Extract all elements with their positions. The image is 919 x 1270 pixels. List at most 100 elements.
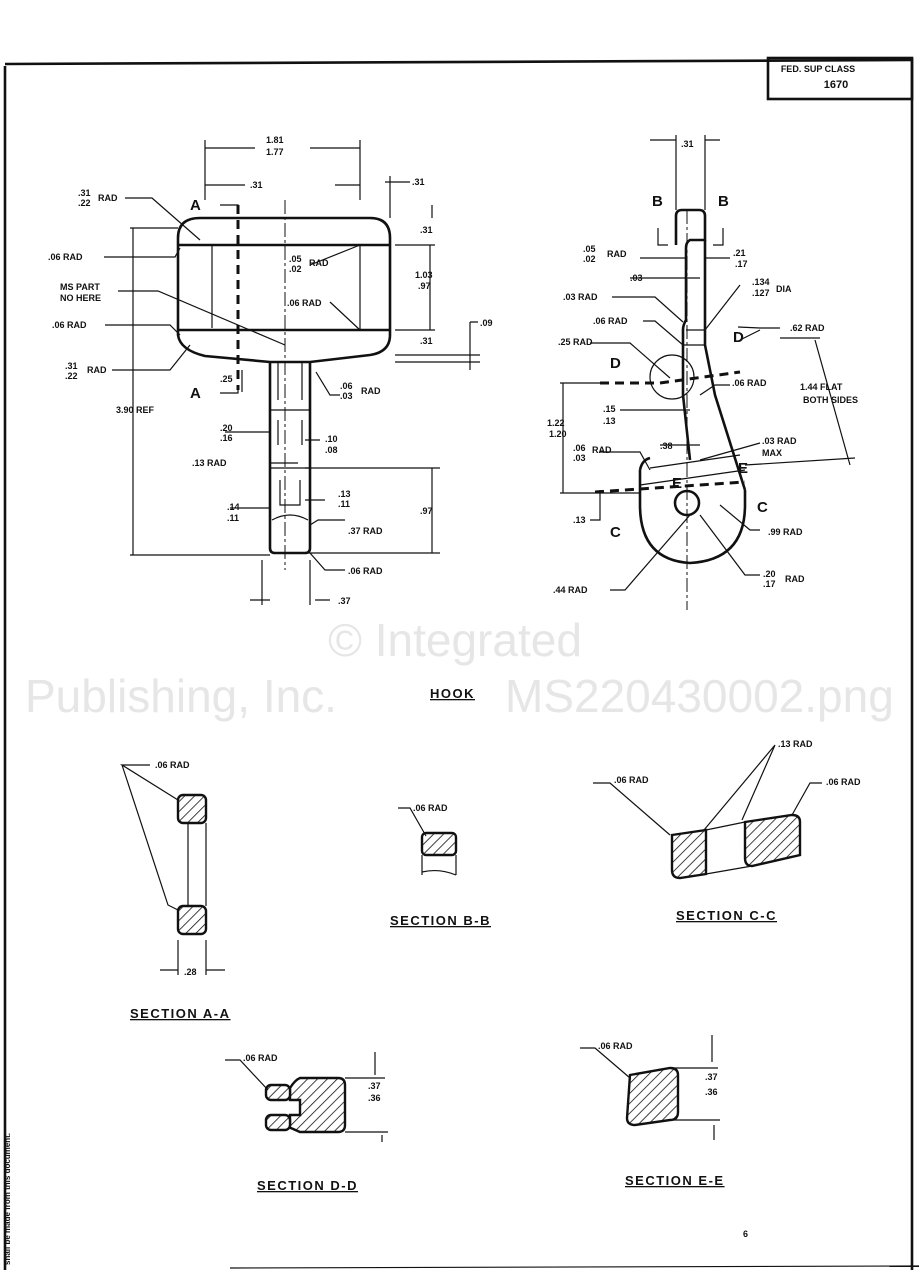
section-ee-height-max: .37 xyxy=(705,1072,718,1082)
dim-rad06-b: .06 RAD xyxy=(52,320,87,330)
dim-rad-top-max: .31 xyxy=(78,188,91,198)
dim-14-max: .14 xyxy=(227,502,240,512)
section-a-a: .06 RAD .28 SECTION A-A xyxy=(119,760,231,1021)
ms-part-note-2: NO HERE xyxy=(60,293,101,303)
title-block: FED. SUP CLASS 1670 xyxy=(766,56,914,101)
ms-part-note-1: MS PART xyxy=(60,282,100,292)
dim-03: .03 xyxy=(630,273,643,283)
dim-rad05-max: .05 xyxy=(289,254,302,264)
dim-rad06d-min: .03 xyxy=(340,391,353,401)
dim-rad20-label: RAD xyxy=(785,574,805,584)
section-a-marker-bottom: A xyxy=(190,385,201,402)
section-e-e: .06 RAD .37 .36 SECTION E-E xyxy=(580,1035,725,1188)
section-dd-height-max: .37 xyxy=(368,1081,381,1091)
dim-side-rad05-max: .05 xyxy=(583,244,596,254)
dim-rad-bot-max: .31 xyxy=(65,361,78,371)
dim-20-min: .16 xyxy=(220,433,233,443)
section-bb-title: SECTION B-B xyxy=(390,913,491,928)
dim-15-max: .15 xyxy=(603,404,616,414)
dim-rad06-a: .06 RAD xyxy=(48,252,83,262)
hook-side-view: B B D D E E C C .31 .05 .02 RAD .21 .17 … xyxy=(547,135,858,610)
section-dd-rad: .06 RAD xyxy=(243,1053,278,1063)
dim-14-min: .11 xyxy=(227,513,239,523)
section-c-c: .06 RAD .13 RAD .06 RAD SECTION C-C xyxy=(593,739,861,923)
section-dd-title: SECTION D-D xyxy=(257,1178,358,1193)
section-b-b: .06 RAD SECTION B-B xyxy=(390,803,491,928)
dim-side-rad06c-label: RAD xyxy=(592,445,612,455)
dim-38: .38 xyxy=(660,441,673,451)
dim-rad03max-2: MAX xyxy=(762,448,782,458)
note-flat-2: BOTH SIDES xyxy=(803,395,858,405)
dim-20-max: .20 xyxy=(220,423,233,433)
section-bb-rad: .06 RAD xyxy=(413,803,448,813)
dim-21-min: .17 xyxy=(735,259,748,269)
dim-dia-max: .134 xyxy=(752,277,770,287)
dim-height-min: .97 xyxy=(418,281,431,291)
section-cc-rad-right: .06 RAD xyxy=(826,777,861,787)
section-aa-width: .28 xyxy=(184,967,197,977)
dim-rad06-c: .06 RAD xyxy=(287,298,322,308)
section-d-d: .06 RAD .37 .36 SECTION D-D xyxy=(225,1052,388,1193)
dim-09: .09 xyxy=(480,318,493,328)
dim-dia-min: .127 xyxy=(752,288,770,298)
dim-side-13: .13 xyxy=(573,515,586,525)
section-cc-rad-left: .06 RAD xyxy=(614,775,649,785)
section-ee-title: SECTION E-E xyxy=(625,1173,725,1188)
hook-front-view: A A 1.81 1.77 .31 .31 .31 .22 RAD .06 RA… xyxy=(48,135,493,701)
section-ee-rad: .06 RAD xyxy=(598,1041,633,1051)
page-number: 6 xyxy=(743,1229,748,1239)
dim-37: .37 xyxy=(338,596,351,606)
dim-rad99: .99 RAD xyxy=(768,527,803,537)
section-ee-height-min: .36 xyxy=(705,1087,718,1097)
hook-title: HOOK xyxy=(430,686,475,701)
watermark-line-2: Publishing, Inc. xyxy=(25,670,337,722)
margin-note: shall be made from this document. xyxy=(3,1133,12,1265)
dim-rad25: .25 RAD xyxy=(558,337,593,347)
dim-left-31: .31 xyxy=(250,180,263,190)
dim-right-31: .31 xyxy=(412,177,425,187)
dim-rad-bot-label: RAD xyxy=(87,365,107,375)
section-d-marker-right: D xyxy=(733,329,744,346)
dim-13-max: .13 xyxy=(338,489,351,499)
dim-21-max: .21 xyxy=(733,248,746,258)
dim-25: .25 xyxy=(220,374,233,384)
dim-rad20-max: .20 xyxy=(763,569,776,579)
fed-sup-class-value: 1670 xyxy=(824,79,848,91)
dim-side-rad05-label: RAD xyxy=(607,249,627,259)
note-flat-1: 1.44 FLAT xyxy=(800,382,843,392)
dim-rad-top-min: .22 xyxy=(78,198,91,208)
section-b-marker-left: B xyxy=(652,193,663,210)
section-aa-title: SECTION A-A xyxy=(130,1006,231,1021)
dim-width-max: 1.81 xyxy=(266,135,284,145)
dim-10-min: .08 xyxy=(325,445,338,455)
section-cc-title: SECTION C-C xyxy=(676,908,777,923)
dim-rad37: .37 RAD xyxy=(348,526,383,536)
section-aa-rad: .06 RAD xyxy=(155,760,190,770)
fed-sup-class-label: FED. SUP CLASS xyxy=(781,64,855,74)
section-e-marker-left: E xyxy=(672,475,682,492)
sheet-frame xyxy=(3,58,919,1270)
dim-side-rad06-a: .06 RAD xyxy=(593,316,628,326)
dim-rad-top-label: RAD xyxy=(98,193,118,203)
dim-side-rad05-min: .02 xyxy=(583,254,596,264)
dim-rad06d-max: .06 xyxy=(340,381,353,391)
dim-width-min: 1.77 xyxy=(266,147,284,157)
watermark-line-3: MS220430002.png xyxy=(505,670,894,722)
dim-rad13: .13 RAD xyxy=(192,458,227,468)
dim-rad-bot-min: .22 xyxy=(65,371,78,381)
section-e-marker-right: E xyxy=(738,460,748,477)
dim-10-max: .10 xyxy=(325,434,338,444)
dim-rad05-label: RAD xyxy=(309,258,329,268)
section-cc-rad-mid: .13 RAD xyxy=(778,739,813,749)
dim-v31-top: .31 xyxy=(420,225,433,235)
section-b-marker-right: B xyxy=(718,193,729,210)
section-c-marker-right: C xyxy=(757,499,768,516)
dim-side-31: .31 xyxy=(681,139,694,149)
dim-rad05-min: .02 xyxy=(289,264,302,274)
dim-rad03: .03 RAD xyxy=(563,292,598,302)
dim-15-min: .13 xyxy=(603,416,616,426)
watermark-line-1: © Integrated xyxy=(328,614,582,666)
dim-rad62: .62 RAD xyxy=(790,323,825,333)
section-dd-height-min: .36 xyxy=(368,1093,381,1103)
